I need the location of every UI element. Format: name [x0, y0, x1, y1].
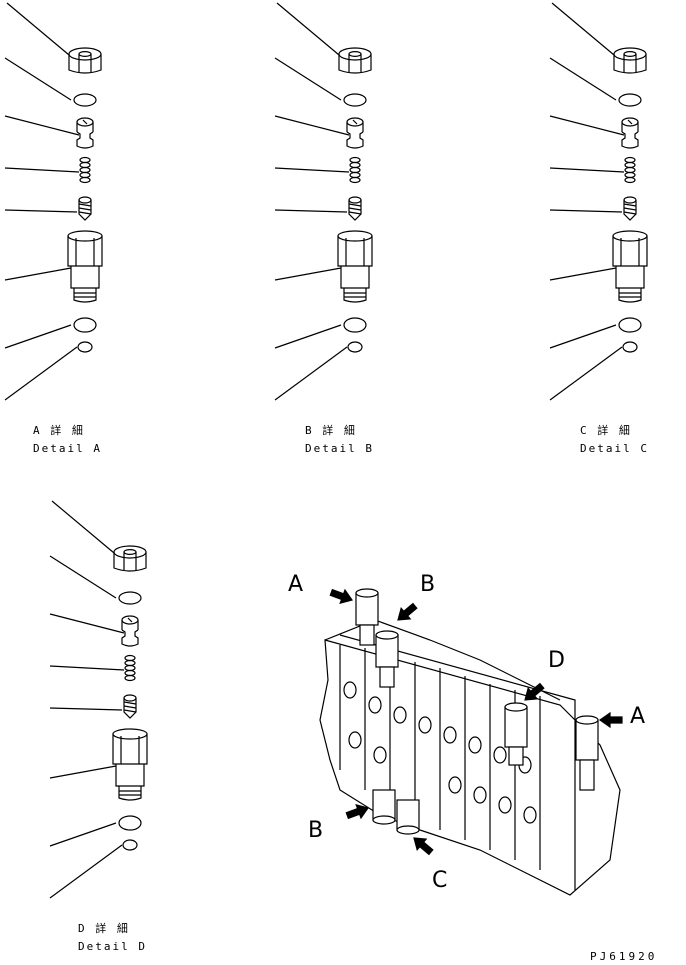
- detail-a-parts-stack: [4, 2, 103, 401]
- callout-b-bottom: B: [308, 818, 324, 843]
- callout-a-right: A: [630, 704, 646, 729]
- callout-a-left: A: [288, 572, 304, 597]
- detail-d-caption-jp: D 詳 細: [78, 922, 130, 935]
- detail-d-caption-en: Detail D: [78, 940, 147, 953]
- arrow-c-bottom: [408, 832, 436, 859]
- arrow-b-top: [392, 599, 420, 626]
- callout-b-top: B: [420, 572, 436, 597]
- callout-d: D: [548, 648, 565, 673]
- detail-a-caption-jp: A 詳 細: [33, 424, 85, 437]
- detail-b-parts-stack: [274, 2, 373, 401]
- detail-c-parts-stack: [549, 2, 648, 401]
- control-valve-assembly: [319, 588, 621, 896]
- drawing-code: PJ61920: [590, 950, 658, 963]
- callout-c-bottom: C: [432, 868, 448, 893]
- arrow-a-left: [328, 585, 355, 608]
- detail-c-caption-en: Detail C: [580, 442, 649, 455]
- arrow-a-right: [599, 712, 623, 728]
- detail-c-caption-jp: C 詳 細: [580, 424, 632, 437]
- detail-b-caption-jp: B 詳 細: [305, 424, 357, 437]
- detail-a-caption-en: Detail A: [33, 442, 102, 455]
- detail-d-parts-stack: [49, 500, 148, 899]
- detail-b-caption-en: Detail B: [305, 442, 374, 455]
